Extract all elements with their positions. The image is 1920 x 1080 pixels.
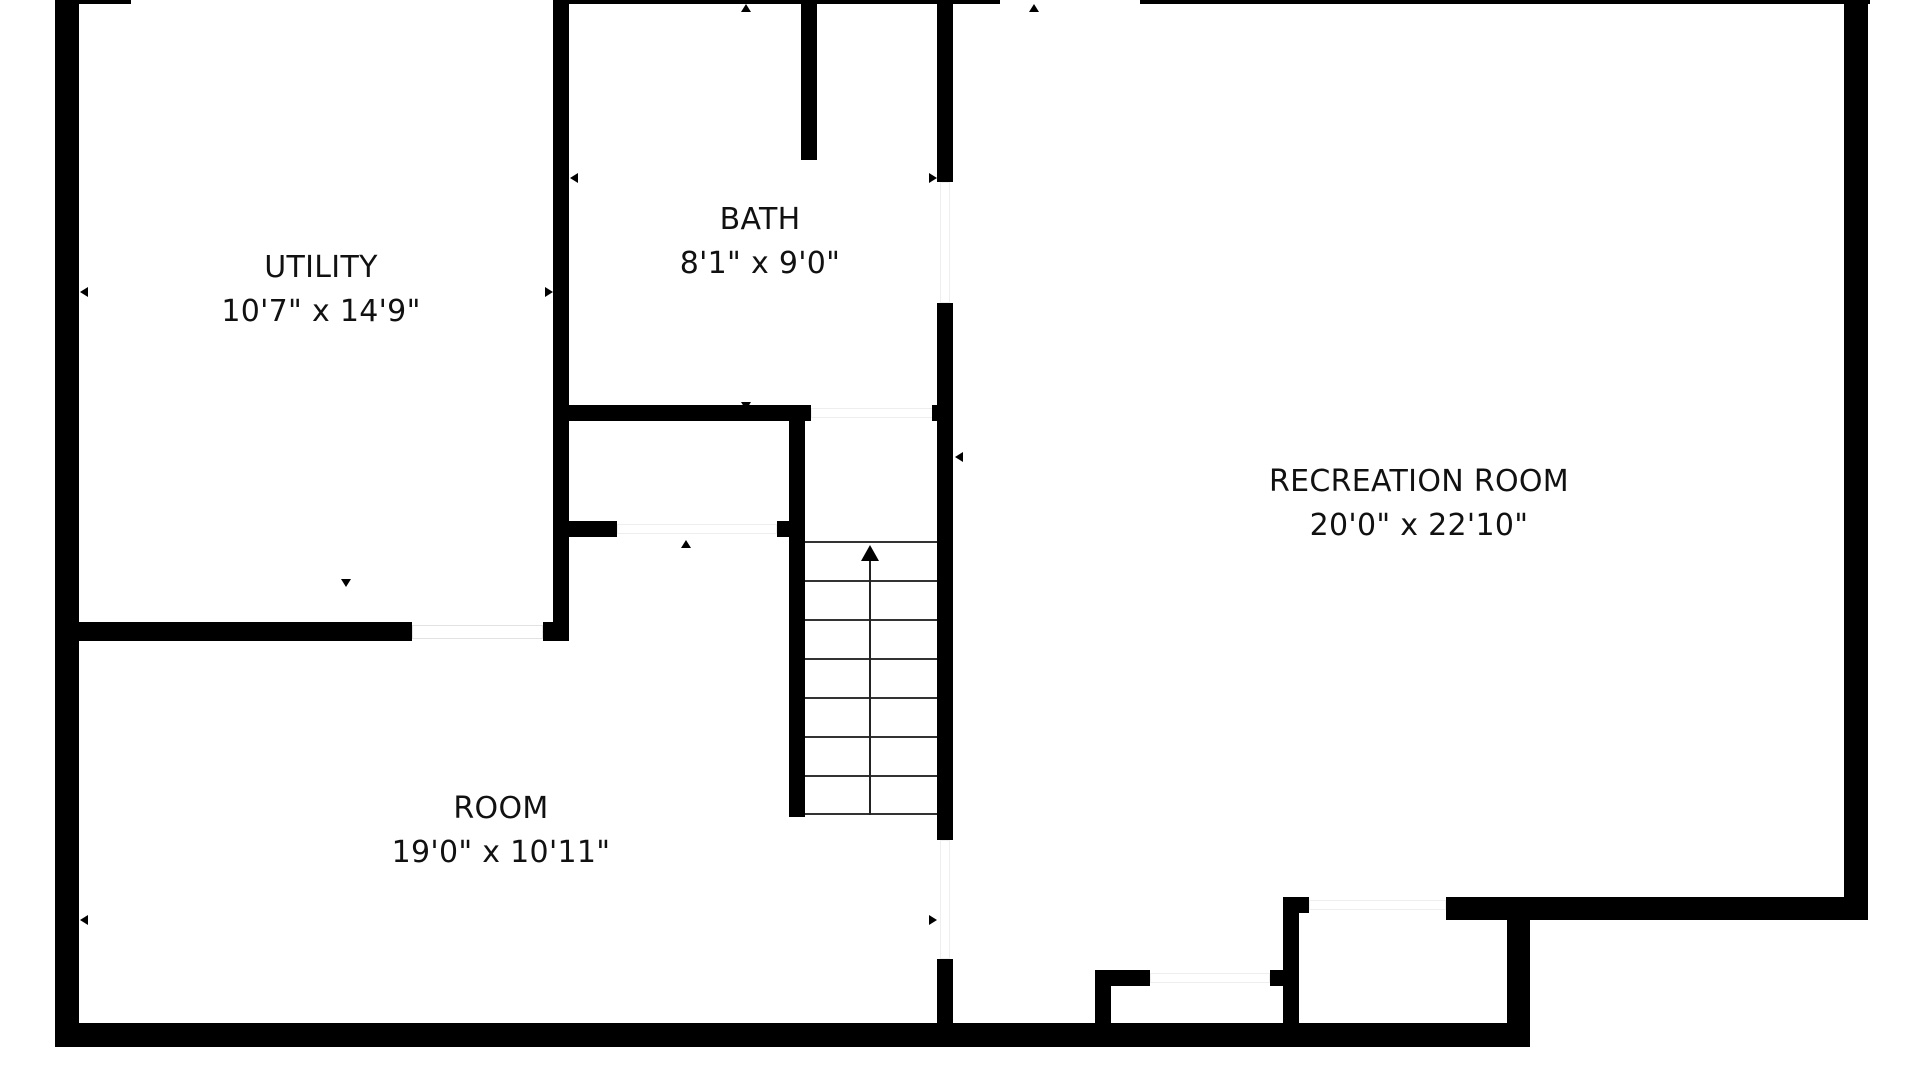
- dimension-marker-icon: [741, 4, 751, 12]
- dimension-marker-icon: [80, 287, 88, 297]
- stair-left-wall: [789, 405, 805, 817]
- bath-bottom-wall-stub: [932, 405, 940, 421]
- bath-bottom-wall: [568, 405, 811, 421]
- utility-bottom-wall: [79, 622, 412, 641]
- rec-left-wall-top: [937, 0, 953, 182]
- room-dimensions: 8'1" x 9'0": [679, 246, 841, 281]
- dimension-marker-icon: [80, 915, 88, 925]
- bath-door-opening: [940, 182, 950, 303]
- room-name: ROOM: [453, 791, 549, 826]
- stair-direction-line: [869, 555, 871, 815]
- room-label-room: ROOM 19'0" x 10'11": [392, 787, 611, 875]
- dimension-marker-icon: [929, 173, 937, 183]
- bath-stair-opening: [811, 408, 937, 418]
- outer-wall-top-1: [558, 0, 1000, 4]
- rec-left-wall-mid: [937, 303, 953, 840]
- dimension-marker-icon: [955, 452, 963, 462]
- closet-mid-wall-stub: [777, 521, 789, 537]
- utility-right-wall: [553, 0, 569, 641]
- utility-bottom-wall-end: [543, 622, 569, 641]
- room-name: UTILITY: [264, 250, 378, 285]
- stair-up-arrow-icon: [861, 545, 879, 561]
- dimension-marker-icon: [1850, 452, 1858, 462]
- room-label-recreation-room: RECREATION ROOM 20'0" x 22'10": [1269, 460, 1569, 548]
- rec-left-wall-bottom: [937, 959, 953, 1047]
- stair-tread: [805, 775, 937, 777]
- stair-tread: [805, 619, 937, 621]
- room-name: RECREATION ROOM: [1269, 464, 1569, 499]
- dimension-marker-icon: [681, 540, 691, 548]
- room-label-bath: BATH 8'1" x 9'0": [680, 198, 841, 286]
- small-closet-door-opening: [1150, 973, 1270, 983]
- small-closet-left-wall: [1095, 970, 1111, 1047]
- large-closet-left-wall: [1283, 897, 1299, 1047]
- room-to-rec-opening: [940, 840, 950, 959]
- large-closet-top-stub: [1283, 897, 1309, 913]
- dimension-marker-icon: [929, 915, 937, 925]
- stair-tread: [805, 580, 937, 582]
- closet-mid-wall: [569, 521, 617, 537]
- dimension-marker-icon: [1029, 4, 1039, 12]
- dimension-marker-icon: [1029, 1023, 1039, 1031]
- large-closet-door-opening: [1309, 900, 1446, 910]
- stair-tread: [805, 541, 937, 543]
- utility-door-opening: [412, 625, 543, 639]
- room-name: BATH: [719, 202, 801, 237]
- outer-wall-left: [55, 0, 79, 1047]
- room-dimensions: 20'0" x 22'10": [1309, 508, 1529, 543]
- stair-tread: [805, 736, 937, 738]
- outer-wall-step-vertical: [1507, 897, 1530, 1047]
- outer-wall-right-step: [1446, 897, 1868, 920]
- outer-wall-top-2: [1140, 0, 1870, 4]
- small-closet-top-wall: [1095, 970, 1150, 986]
- stair-tread: [805, 658, 937, 660]
- dimension-marker-icon: [570, 173, 578, 183]
- dimension-marker-icon: [545, 287, 553, 297]
- bath-stub-wall: [801, 0, 817, 160]
- room-dimensions: 10'7" x 14'9": [221, 294, 421, 329]
- closet-opening: [617, 524, 777, 534]
- small-closet-top-wall-end: [1270, 970, 1286, 986]
- room-label-utility: UTILITY 10'7" x 14'9": [221, 246, 420, 334]
- dimension-marker-icon: [341, 579, 351, 587]
- stair-tread: [805, 697, 937, 699]
- dimension-marker-icon: [679, 1023, 689, 1031]
- stair-tread: [805, 813, 937, 815]
- room-dimensions: 19'0" x 10'11": [391, 835, 611, 870]
- dimension-marker-icon: [741, 402, 751, 410]
- outer-wall-bottom: [55, 1023, 1530, 1047]
- outer-wall-top-left-cap: [55, 0, 131, 4]
